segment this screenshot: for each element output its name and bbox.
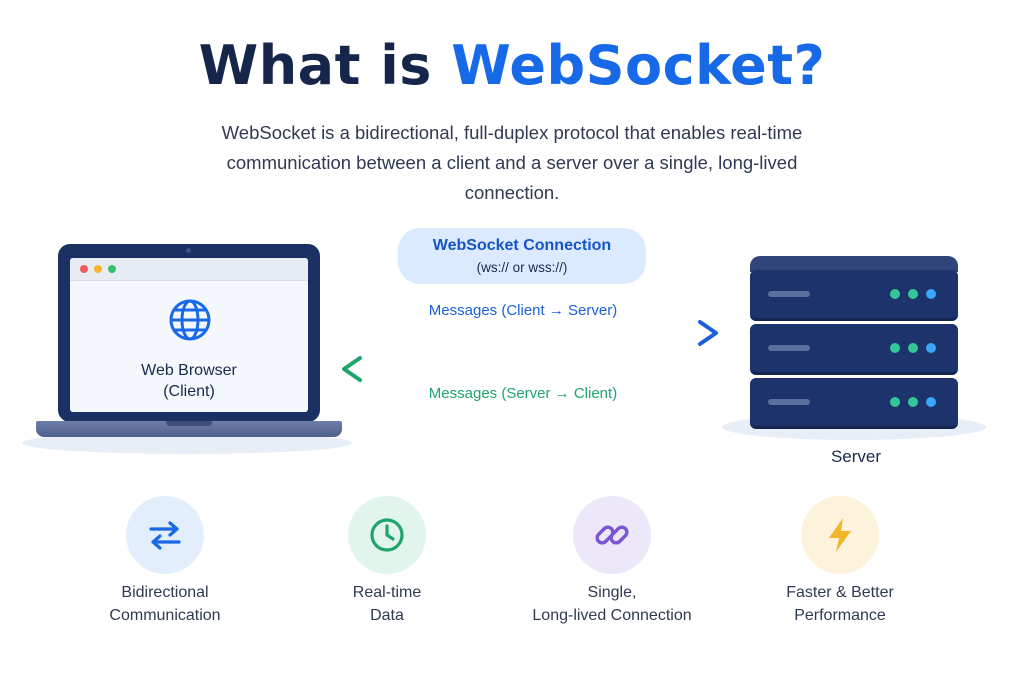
server-label: Server <box>830 447 882 466</box>
status-led-green <box>908 343 918 353</box>
clock-icon <box>370 518 404 552</box>
link-icon <box>595 525 629 545</box>
webcam <box>186 248 191 253</box>
feature-icon-circle <box>801 496 879 574</box>
page-title: What is WebSocket? <box>0 34 1024 97</box>
title-part-2: WebSocket? <box>451 34 826 97</box>
server-unit <box>750 270 958 321</box>
browser-titlebar <box>70 258 308 281</box>
window-close-dot <box>80 265 88 273</box>
window-maximize-dot <box>108 265 116 273</box>
feature-icon-circle <box>348 496 426 574</box>
title-part-1: What is <box>198 34 452 97</box>
server-to-client-label: Messages (Server → Client) <box>428 385 618 402</box>
feature-label: Faster & Better Performance <box>740 581 940 627</box>
feature-icon-circle <box>126 496 204 574</box>
feature-label-line-1: Single, <box>587 584 637 601</box>
status-led-blue <box>926 289 936 299</box>
status-led-green <box>908 289 918 299</box>
status-led-green <box>890 343 900 353</box>
client-label: Web Browser (Client) <box>70 360 308 402</box>
feature-label-line-1: Faster & Better <box>786 584 894 601</box>
server-unit <box>750 378 958 429</box>
laptop: Web Browser (Client) <box>58 244 320 422</box>
server-top <box>750 256 958 272</box>
status-led-green <box>908 397 918 407</box>
laptop-notch <box>166 421 212 426</box>
window-minimize-dot <box>94 265 102 273</box>
globe-icon <box>169 299 211 341</box>
feature-icon-circle <box>573 496 651 574</box>
feature-label: Single, Long-lived Connection <box>512 581 712 627</box>
feature-label-line-2: Data <box>370 607 404 624</box>
connection-protocols: (ws:// or wss://) <box>476 260 568 275</box>
message-arrows <box>342 320 719 382</box>
client-to-server-label: Messages (Client → Server) <box>428 302 618 319</box>
client-to-server-arrow <box>343 320 718 346</box>
feature-label-line-2: Long-lived Connection <box>532 607 692 624</box>
status-led-blue <box>926 397 936 407</box>
laptop-shadow <box>22 432 352 454</box>
page-subtitle: WebSocket is a bidirectional, full-duple… <box>221 122 803 203</box>
feature-label-line-1: Bidirectional <box>121 584 209 601</box>
client-label-line-1: Web Browser <box>141 362 237 379</box>
status-led-green <box>890 289 900 299</box>
lightning-icon <box>829 518 851 552</box>
feature-label: Bidirectional Communication <box>65 581 265 627</box>
server-unit <box>750 324 958 375</box>
feature-label-line-1: Real-time <box>352 584 422 601</box>
server-slot <box>768 345 810 351</box>
connection-badge: WebSocket Connection (ws:// or wss://) <box>398 228 646 284</box>
feature-label-line-2: Communication <box>109 607 221 624</box>
browser-window: Web Browser (Client) <box>70 258 308 412</box>
connection-title: WebSocket Connection <box>432 237 612 254</box>
status-led-blue <box>926 343 936 353</box>
server-slot <box>768 399 810 405</box>
feature-label-line-2: Performance <box>794 607 886 624</box>
swap-arrows-icon <box>149 521 181 550</box>
status-led-green <box>890 397 900 407</box>
laptop-base <box>36 421 342 437</box>
client-label-line-2: (Client) <box>163 383 215 400</box>
server-slot <box>768 291 810 297</box>
feature-label: Real-time Data <box>287 581 487 627</box>
server-to-client-arrow <box>342 356 719 382</box>
